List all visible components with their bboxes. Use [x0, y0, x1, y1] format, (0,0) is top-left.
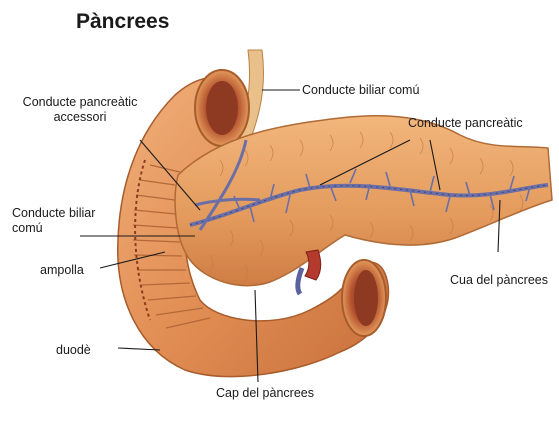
label-duodenum: duodè	[56, 343, 91, 358]
label-pancreatic-duct: Conducte pancreàtic	[408, 116, 523, 131]
label-ampulla: ampolla	[40, 263, 84, 278]
label-pancreas-tail: Cua del pàncrees	[450, 273, 548, 288]
vessel	[305, 250, 321, 280]
page-title: Pàncrees	[76, 10, 169, 34]
label-bile-line1: Conducte biliar	[12, 206, 95, 221]
label-accessory-pancreatic-duct: Conducte pancreàtic accessori	[14, 95, 146, 125]
label-common-bile-duct-left: Conducte biliar comú	[12, 206, 95, 236]
label-accessory-line1: Conducte pancreàtic	[14, 95, 146, 110]
label-accessory-line2: accessori	[14, 110, 146, 125]
label-common-bile-duct-top: Conducte biliar comú	[302, 83, 419, 98]
label-pancreas-head: Cap del pàncrees	[216, 386, 314, 401]
label-bile-line2: comú	[12, 221, 95, 236]
